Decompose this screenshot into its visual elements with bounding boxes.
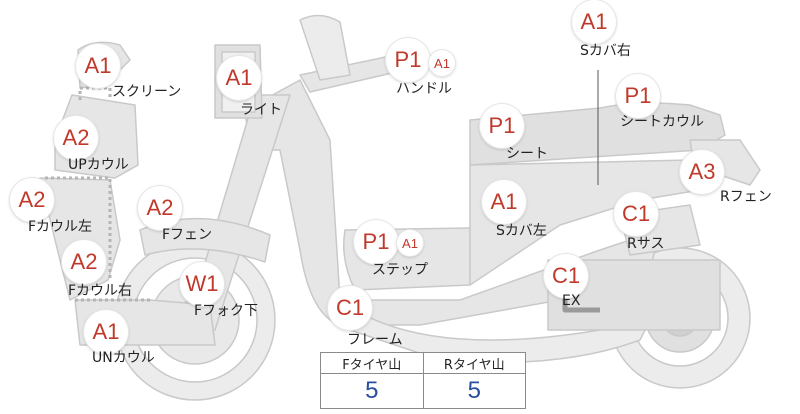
- label-f-fender: Fフェン: [162, 227, 213, 243]
- tire-tread-table: Fタイヤ山 Rタイヤ山 5 5: [320, 352, 526, 409]
- label-r-fender: Rフェン: [720, 189, 772, 205]
- grade-badge-s-cover-left: A1: [482, 180, 526, 224]
- label-s-cover-right: Sカバ右: [580, 43, 631, 59]
- grade-badge-r-suspension: C1: [614, 192, 658, 236]
- grade-badge-seat-cowl: P1: [616, 74, 660, 118]
- f-fender-shape: [139, 217, 271, 263]
- label-frame: フレーム: [347, 332, 403, 348]
- grade-badge-f-cowl-right: A2: [62, 240, 106, 284]
- grade-badge-f-fork-lower: W1: [180, 262, 224, 306]
- label-step: ステップ: [372, 262, 428, 278]
- grade-badge-seat: P1: [480, 104, 524, 148]
- label-handle: ハンドル: [396, 81, 452, 97]
- grade-badge-handle: P1: [386, 38, 430, 82]
- label-f-fork-lower: Fフォク下: [194, 303, 259, 319]
- grade-badge-exhaust: C1: [544, 254, 588, 298]
- grade-badge-step: P1: [354, 220, 398, 264]
- grade-badge-screen: A1: [76, 44, 120, 88]
- front-tire-header: Fタイヤ山: [320, 352, 424, 374]
- label-seat-cowl: シートカウル: [620, 114, 704, 130]
- grade-badge-light: A1: [217, 56, 261, 100]
- grade-badge-r-fender: A3: [680, 150, 724, 194]
- grade-badge-s-cover-right: A1: [572, 0, 616, 44]
- rear-tire-header: Rタイヤ山: [422, 352, 526, 374]
- label-f-cowl-left: Fカウル左: [28, 219, 93, 235]
- label-r-suspension: Rサス: [627, 236, 665, 252]
- front-tire-value: 5: [320, 373, 424, 409]
- grade-badge-frame: C1: [328, 286, 372, 330]
- label-up-cowl: UPカウル: [68, 157, 129, 173]
- grade-badge-un-cowl: A1: [84, 310, 128, 354]
- label-light: ライト: [240, 102, 282, 118]
- grade-badge-up-cowl: A2: [54, 116, 98, 160]
- label-s-cover-left: Sカバ左: [496, 223, 547, 239]
- label-exhaust: EX: [562, 293, 581, 309]
- grade-badge-handle-2: A1: [429, 50, 455, 76]
- label-f-cowl-right: Fカウル右: [68, 283, 133, 299]
- grade-badge-step-2: A1: [397, 230, 423, 256]
- label-un-cowl: UNカウル: [92, 350, 155, 366]
- rear-tire-value: 5: [422, 373, 526, 409]
- label-seat: シート: [506, 146, 548, 162]
- grade-badge-f-fender: A2: [138, 186, 182, 230]
- grade-badge-f-cowl-left: A2: [10, 178, 54, 222]
- label-screen: スクリーン: [112, 84, 182, 100]
